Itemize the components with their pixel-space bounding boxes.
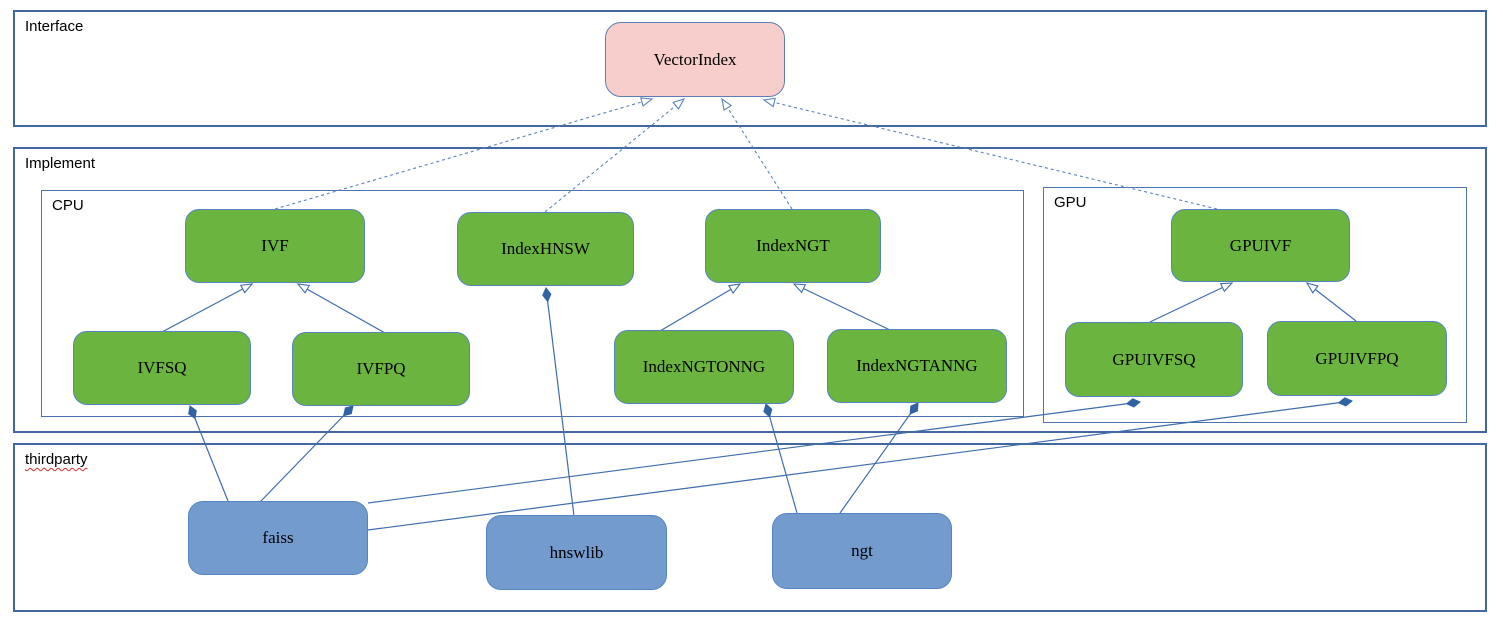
node-faiss: faiss (188, 501, 368, 575)
node-ivfsq-label: IVFSQ (137, 358, 187, 377)
container-interface-label: Interface (25, 18, 84, 35)
node-ivf-label: IVF (261, 236, 289, 255)
node-hnswlib-label: hnswlib (549, 542, 604, 562)
node-faiss-label: faiss (262, 528, 294, 547)
node-ngt-label: ngt (851, 541, 873, 560)
container-implement-label: Implement (25, 155, 96, 172)
node-vectorindex: VectorIndex (605, 22, 785, 97)
node-indexngtanng: IndexNGTANNG (827, 329, 1007, 403)
node-ivfpq: IVFPQ (292, 332, 470, 406)
node-gpuivf: GPUIVF (1171, 209, 1350, 282)
container-thirdparty-label: thirdparty (25, 451, 88, 468)
node-indexngtanng-label: IndexNGTANNG (856, 356, 978, 375)
node-gpuivfsq-label: GPUIVFSQ (1112, 349, 1196, 369)
node-ivfpq-label: IVFPQ (356, 359, 406, 378)
node-indexngt-label: IndexNGT (756, 236, 830, 255)
node-vectorindex-label: VectorIndex (653, 49, 737, 69)
node-indexngtonng-label: IndexNGTONNG (642, 357, 766, 376)
node-gpuivfsq: GPUIVFSQ (1065, 322, 1243, 397)
container-gpu-label: GPU (1054, 194, 1087, 211)
node-gpuivfpq-label: GPUIVFPQ (1315, 348, 1399, 368)
node-ivfsq: IVFSQ (73, 331, 251, 405)
node-indexhnsw-label: IndexHNSW (501, 239, 590, 258)
node-ngt: ngt (772, 513, 952, 589)
node-indexhnsw: IndexHNSW (457, 212, 634, 286)
container-cpu-label: CPU (52, 197, 84, 214)
node-gpuivfpq: GPUIVFPQ (1267, 321, 1447, 396)
node-indexngt: IndexNGT (705, 209, 881, 283)
node-ivf: IVF (185, 209, 365, 283)
node-hnswlib: hnswlib (486, 515, 667, 590)
node-gpuivf-label: GPUIVF (1229, 235, 1292, 255)
node-indexngtonng: IndexNGTONNG (614, 330, 794, 404)
